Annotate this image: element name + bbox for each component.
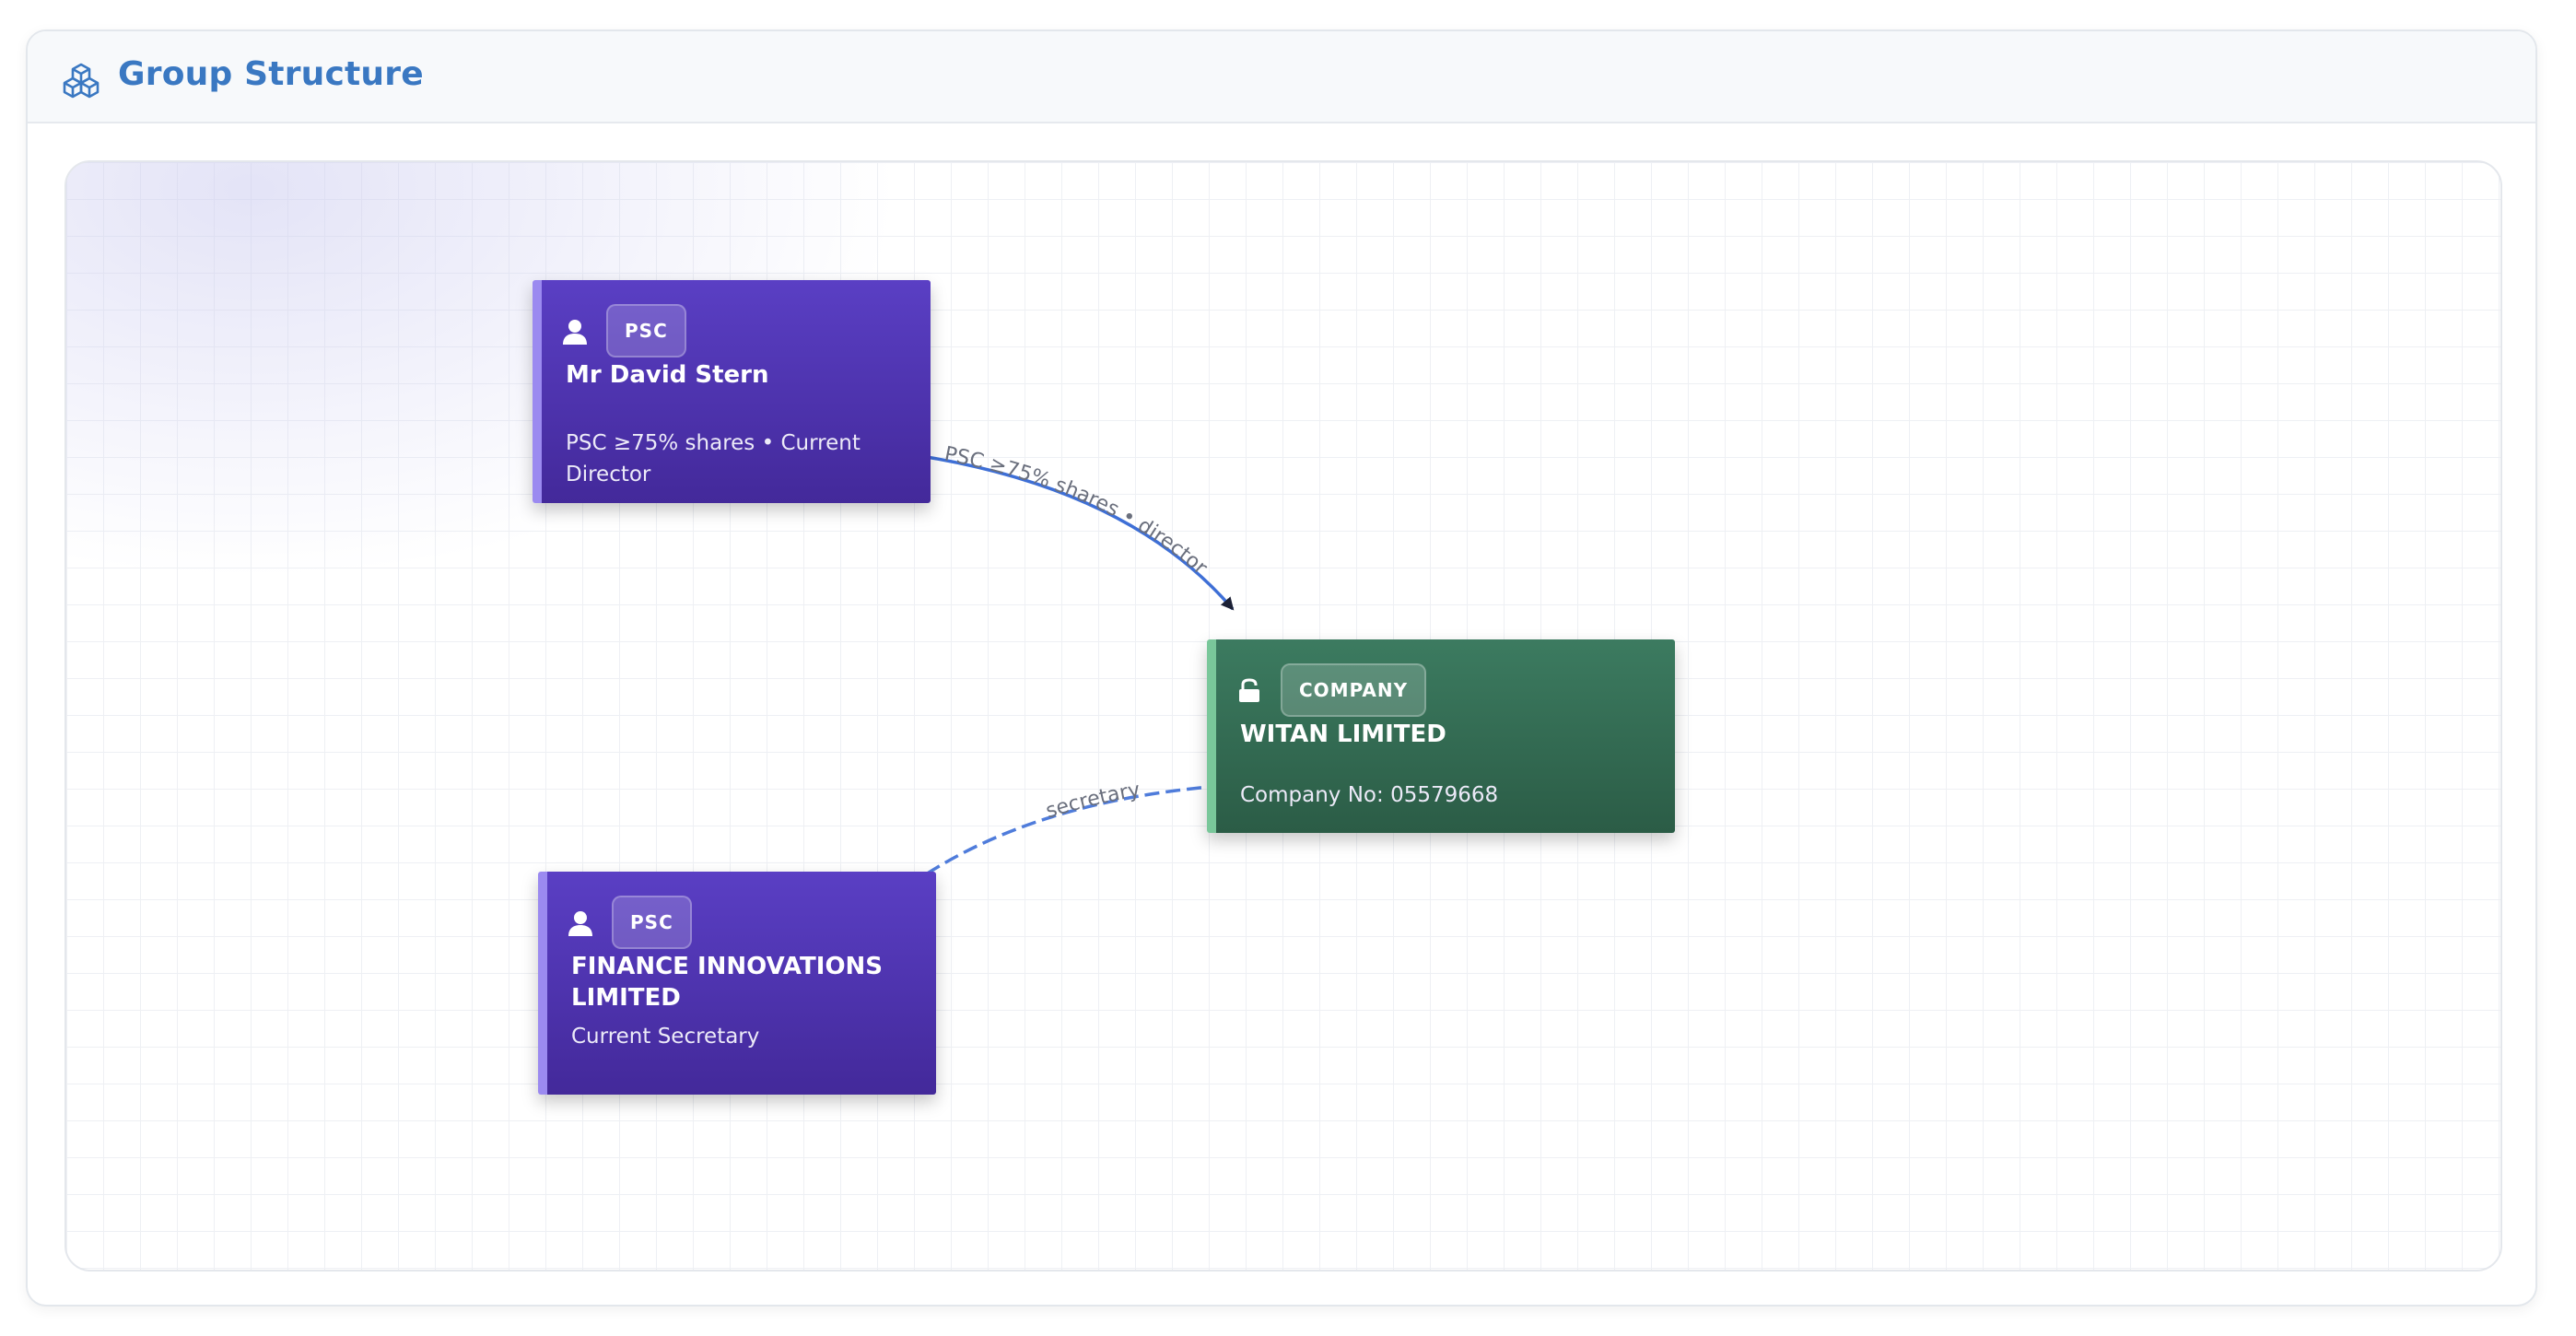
building-icon bbox=[1239, 678, 1259, 702]
edge-psc-director[interactable] bbox=[902, 451, 1235, 611]
node-title: Mr David Stern bbox=[566, 361, 769, 389]
edge-label: PSC ≥75% shares • director bbox=[943, 443, 1212, 580]
node-subtitle: Current Secretary bbox=[571, 1025, 760, 1049]
edge-label-psc: PSC ≥75% shares • director bbox=[943, 443, 1212, 580]
edge-label-secretary: secretary bbox=[1043, 779, 1142, 824]
group-structure-card: Group Structure PSC ≥75% shares • direct… bbox=[26, 29, 2537, 1307]
node-title: WITAN LIMITED bbox=[1240, 721, 1446, 748]
node-badge: PSC bbox=[606, 304, 686, 357]
edge-label: secretary bbox=[1043, 779, 1142, 824]
edges-layer: PSC ≥75% shares • director secretary bbox=[902, 443, 1236, 887]
page-title: Group Structure bbox=[118, 55, 424, 93]
node-badge: COMPANY bbox=[1281, 663, 1427, 717]
node-subtitle: PSC ≥75% shares • Current Director bbox=[566, 431, 861, 486]
edge-secretary[interactable] bbox=[907, 779, 1236, 887]
node-psc-finance-innovations[interactable]: PSC FINANCE INNOVATIONS LIMITED Current … bbox=[538, 872, 936, 1095]
diagram-canvas[interactable]: PSC ≥75% shares • director secretary PSC… bbox=[64, 160, 2502, 1272]
person-icon bbox=[568, 911, 592, 936]
node-badge: PSC bbox=[612, 896, 692, 949]
cubes-icon bbox=[63, 63, 100, 99]
card-header: Group Structure bbox=[28, 31, 2535, 123]
node-company-witan[interactable]: COMPANY WITAN LIMITED Company No: 055796… bbox=[1207, 639, 1675, 833]
node-subtitle: Company No: 05579668 bbox=[1240, 783, 1499, 807]
person-icon bbox=[563, 320, 587, 345]
node-psc-david-stern[interactable]: PSC Mr David Stern PSC ≥75% shares • Cur… bbox=[533, 280, 931, 503]
node-title: FINANCE INNOVATIONS LIMITED bbox=[571, 953, 884, 1012]
